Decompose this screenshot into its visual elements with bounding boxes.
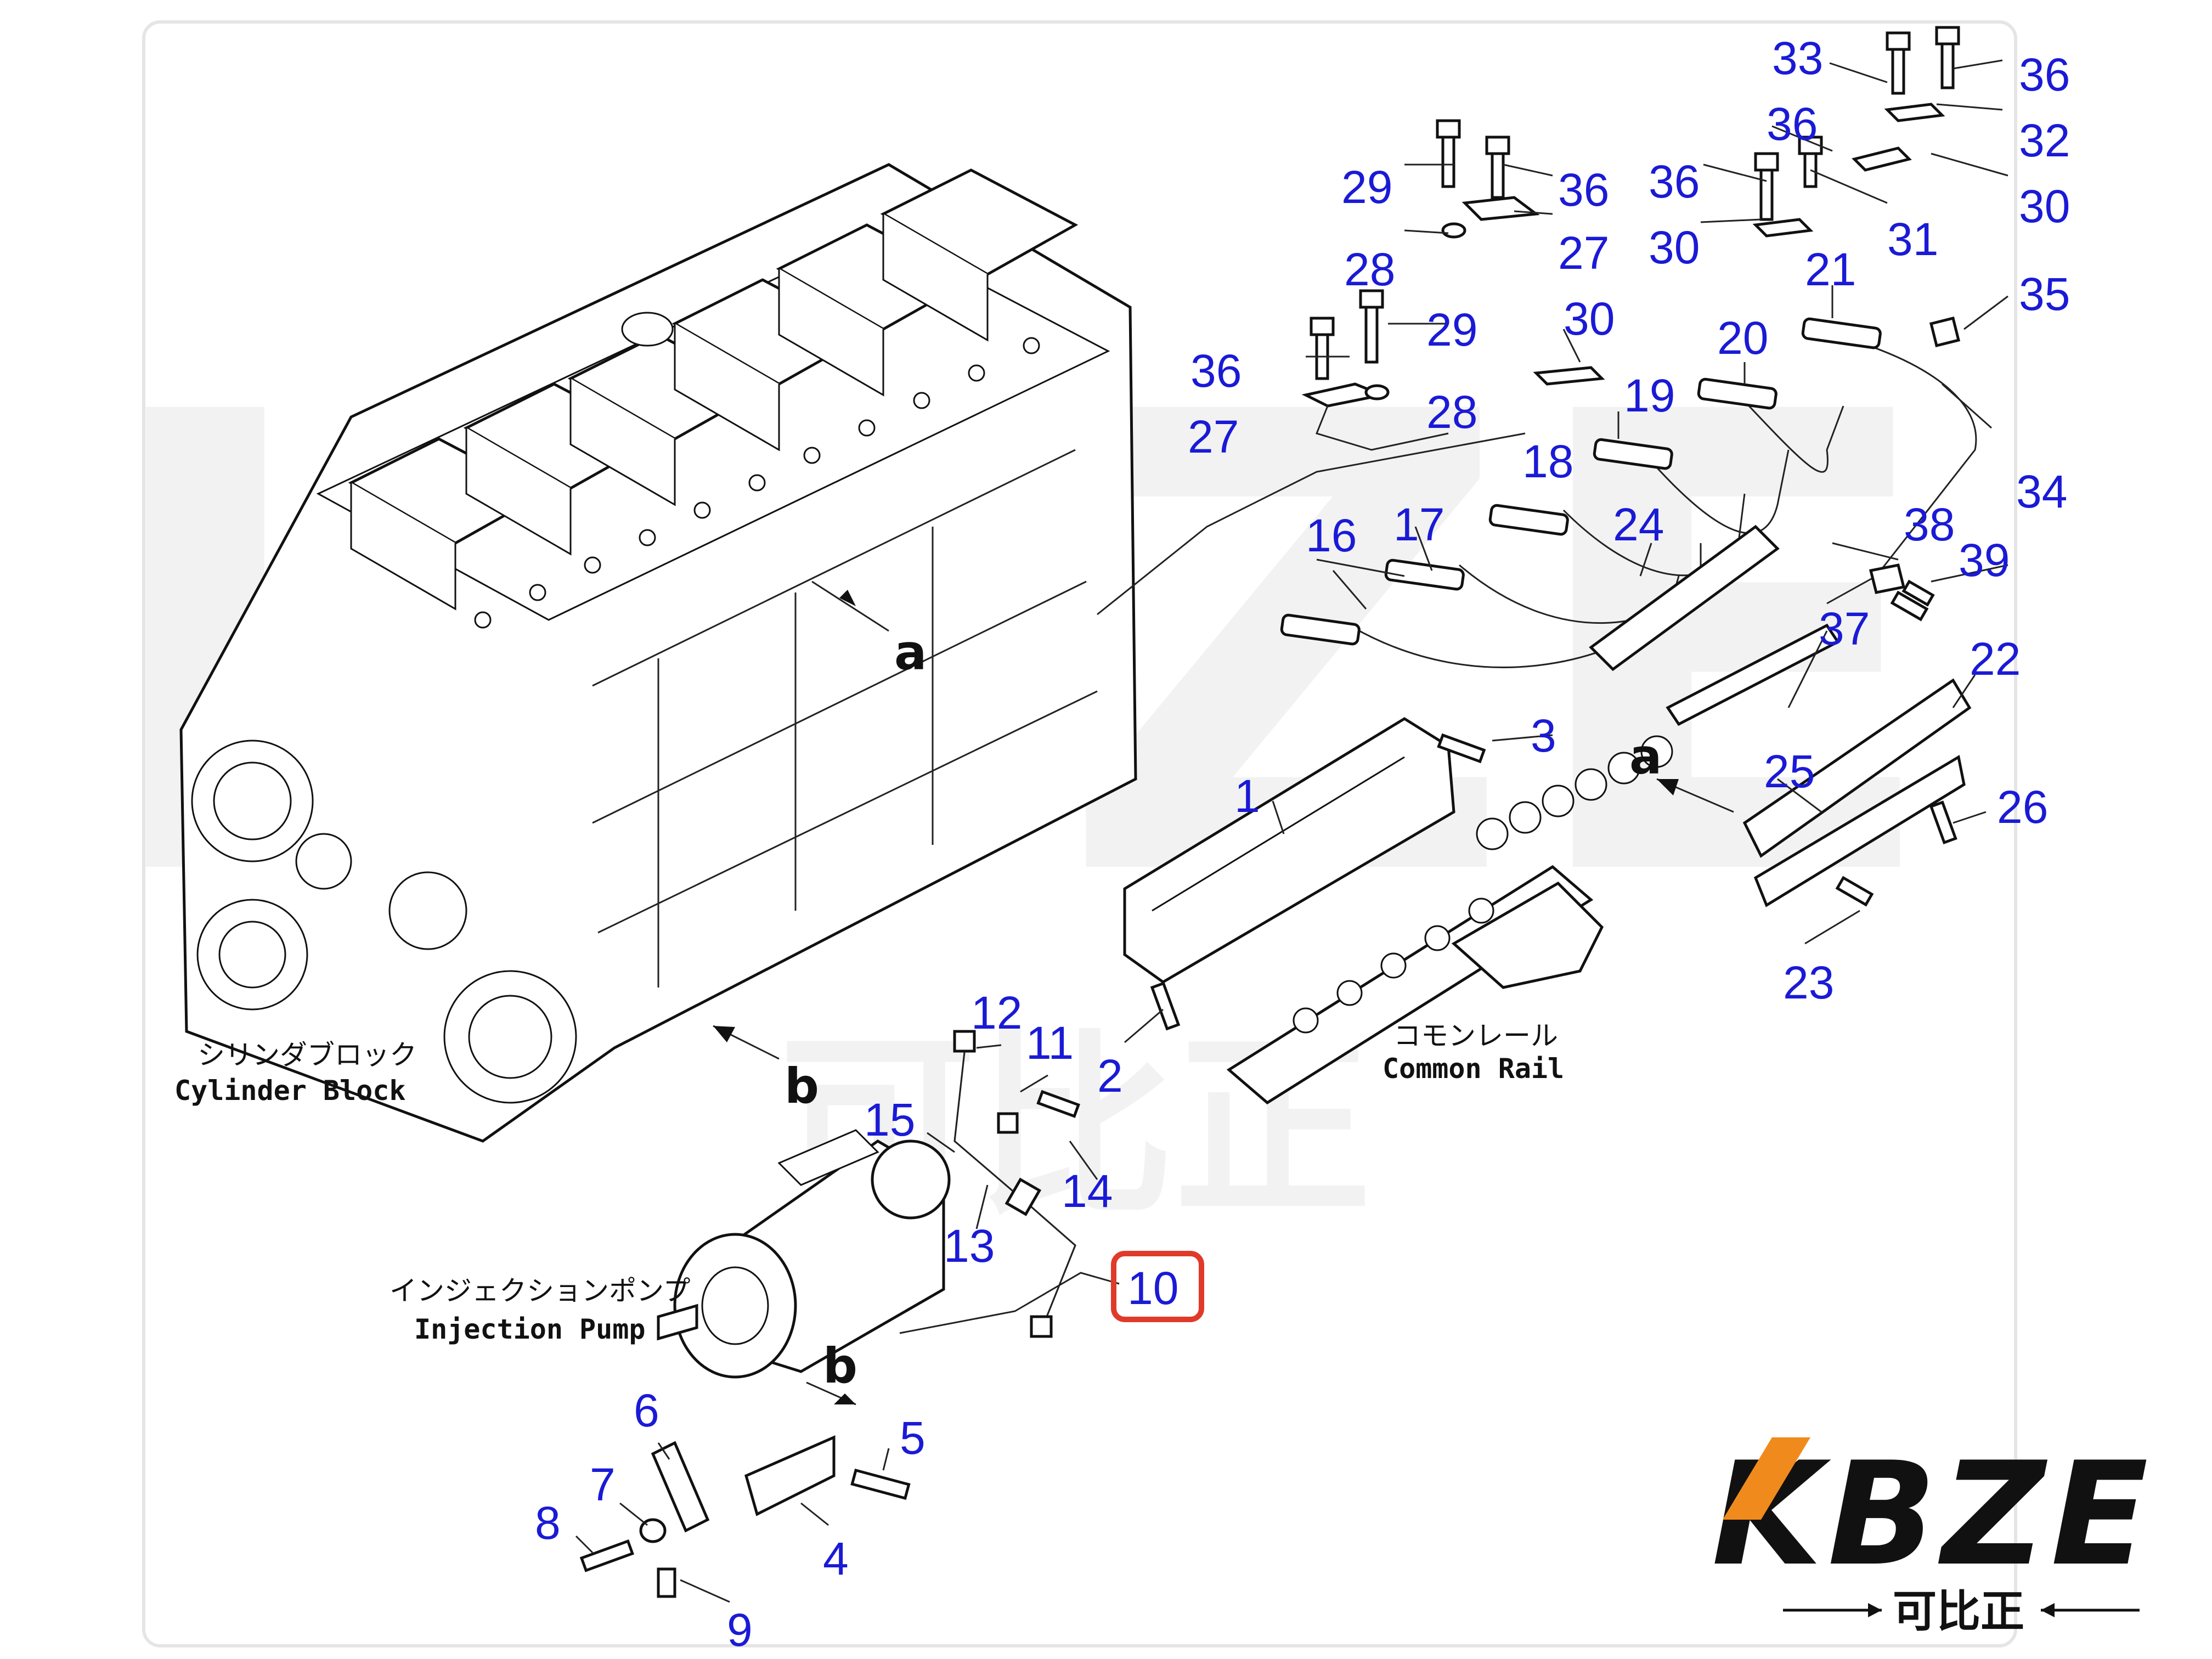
callout-11[interactable]: 11 — [1026, 1017, 1074, 1069]
callout-29[interactable]: 29 — [1341, 161, 1392, 213]
callout-37[interactable]: 37 — [1819, 603, 1870, 654]
brand-logo-subtitle: 可比正 — [1893, 1586, 2024, 1637]
callout-23[interactable]: 23 — [1783, 957, 1834, 1008]
callout-27[interactable]: 27 — [1188, 411, 1239, 462]
callout-28[interactable]: 28 — [1344, 244, 1395, 295]
svg-text:b: b — [823, 1338, 857, 1394]
ref-arrow-a-block: a — [811, 580, 927, 681]
callout-24[interactable]: 24 — [1613, 499, 1664, 550]
ref-arrow-b-pump: b — [806, 1338, 857, 1406]
callout-17[interactable]: 17 — [1393, 499, 1444, 550]
callout-16[interactable]: 16 — [1306, 510, 1357, 561]
callout-25[interactable]: 25 — [1764, 746, 1815, 797]
callout-18[interactable]: 18 — [1522, 436, 1573, 487]
callout-2[interactable]: 2 — [1097, 1050, 1123, 1102]
callout-39[interactable]: 39 — [1959, 534, 2010, 586]
callout-26[interactable]: 26 — [1997, 781, 2048, 833]
callout-14[interactable]: 14 — [1062, 1165, 1113, 1217]
highlight-box-part-10 — [1111, 1251, 1204, 1322]
ref-arrow-b-block: b — [713, 1025, 819, 1114]
callout-35[interactable]: 35 — [2019, 268, 2070, 320]
callout-33[interactable]: 33 — [1772, 32, 1823, 84]
callout-30[interactable]: 30 — [2019, 180, 2070, 232]
leader-lines — [575, 59, 2008, 1603]
injection-lines-drawing — [1280, 317, 1977, 726]
callout-8[interactable]: 8 — [535, 1497, 561, 1549]
injection-pump-drawing: b — [579, 1030, 1080, 1598]
injection-pump-label-en: Injection Pump — [414, 1313, 645, 1345]
callout-15[interactable]: 15 — [864, 1094, 915, 1146]
callout-30[interactable]: 30 — [1564, 293, 1615, 345]
callout-20[interactable]: 20 — [1717, 312, 1768, 364]
bolts-and-clamps-drawing — [1301, 26, 1961, 607]
callout-31[interactable]: 31 — [1887, 213, 1938, 265]
svg-text:b: b — [785, 1058, 819, 1114]
callout-36[interactable]: 36 — [2019, 49, 2070, 100]
cylinder-block-label-en: Cylinder Block — [174, 1075, 405, 1107]
callout-38[interactable]: 38 — [1904, 499, 1955, 550]
callout-28[interactable]: 28 — [1426, 386, 1477, 438]
callout-36[interactable]: 36 — [1649, 156, 1700, 207]
callout-1[interactable]: 1 — [1234, 770, 1260, 822]
callout-13[interactable]: 13 — [944, 1220, 995, 1272]
injection-pump-label-jp: インジェクションポンプ — [390, 1275, 691, 1307]
ref-arrow-a-rail: a — [1629, 729, 1734, 813]
callout-34[interactable]: 34 — [2016, 466, 2067, 517]
cylinder-block-drawing — [179, 163, 1137, 1143]
svg-text:a: a — [1629, 729, 1662, 785]
callout-36[interactable]: 36 — [1190, 345, 1242, 397]
cylinder-block-label-jp: シリンダブロック — [198, 1039, 417, 1071]
common-rail-label-jp: コモンレール — [1393, 1020, 1558, 1052]
valve-covers — [348, 168, 1079, 611]
svg-text:a: a — [894, 624, 927, 681]
callout-3[interactable]: 3 — [1531, 710, 1556, 761]
callout-21[interactable]: 21 — [1805, 244, 1856, 295]
callout-10-highlighted[interactable]: 10 — [1127, 1262, 1178, 1314]
brand-logo: KBZE 可比正 — [1712, 1432, 2148, 1637]
callout-5[interactable]: 5 — [900, 1412, 926, 1464]
callout-29[interactable]: 29 — [1426, 304, 1477, 356]
callouts: 33 36 32 36 30 29 36 36 27 30 31 28 21 3… — [535, 32, 2070, 1656]
common-rail-drawing: a — [1123, 590, 1972, 1105]
callout-30[interactable]: 30 — [1649, 222, 1700, 273]
callout-22[interactable]: 22 — [1970, 633, 2021, 685]
callout-6[interactable]: 6 — [634, 1385, 659, 1436]
callout-36[interactable]: 36 — [1558, 164, 1609, 216]
callout-19[interactable]: 19 — [1624, 370, 1675, 421]
callout-9[interactable]: 9 — [727, 1604, 753, 1656]
callout-4[interactable]: 4 — [823, 1533, 849, 1584]
callout-12[interactable]: 12 — [971, 987, 1022, 1039]
callout-27[interactable]: 27 — [1558, 227, 1609, 279]
callout-7[interactable]: 7 — [590, 1459, 616, 1510]
common-rail-label-en: Common Rail — [1383, 1053, 1564, 1085]
callout-36[interactable]: 36 — [1767, 98, 1818, 150]
callout-32[interactable]: 32 — [2019, 115, 2070, 166]
